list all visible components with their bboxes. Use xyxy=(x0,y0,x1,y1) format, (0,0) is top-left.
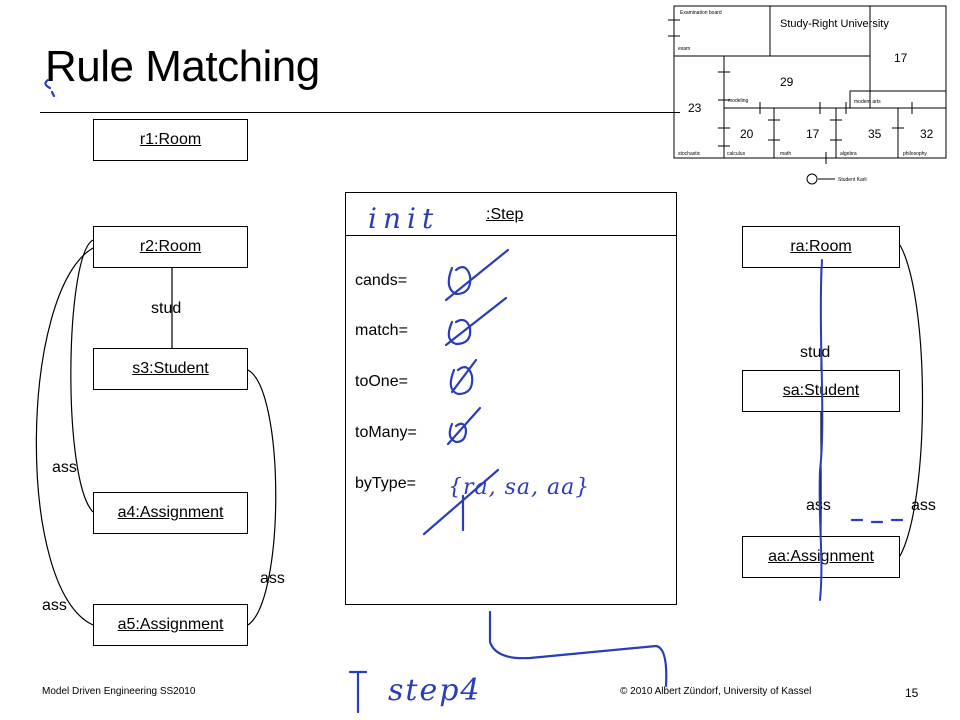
step-attr-cands: cands= xyxy=(355,272,408,289)
page-number: 15 xyxy=(905,686,919,700)
student-smiley-icon xyxy=(806,173,818,185)
footer-copyright: © 2010 Albert Zündorf, University of Kas… xyxy=(620,686,812,697)
step-object xyxy=(345,192,677,605)
step-attr-bytype: byType= xyxy=(355,475,416,492)
map-label: algebra xyxy=(840,151,857,157)
link-label-ass: ass xyxy=(911,497,936,514)
map-room-32 xyxy=(897,107,947,159)
ink-empty-set xyxy=(444,296,508,347)
map-label: philosophy xyxy=(903,151,927,157)
ink-scribble xyxy=(44,78,56,98)
object-s3-student: s3:Student xyxy=(93,348,248,390)
title-underline xyxy=(40,112,680,113)
minimap-numbers: Study-Right University 17 29 23 20 17 35… xyxy=(688,18,934,141)
object-label: sa:Student xyxy=(782,382,860,399)
map-number: 35 xyxy=(868,127,882,141)
map-label: math xyxy=(780,151,791,157)
link-label-ass: ass xyxy=(42,597,67,614)
step-attr-tomany: toMany= xyxy=(355,424,417,441)
object-a4-assignment: a4:Assignment xyxy=(93,492,248,534)
ink-init: init xyxy=(368,202,439,235)
object-label: ra:Room xyxy=(790,238,852,255)
step-divider xyxy=(345,235,677,236)
ink-empty-set xyxy=(449,358,478,396)
map-number: 32 xyxy=(920,127,934,141)
object-r2-room: r2:Room xyxy=(93,226,248,268)
object-label: a4:Assignment xyxy=(117,504,224,521)
link-label-stud: stud xyxy=(151,300,182,317)
link-ass-line xyxy=(35,247,94,626)
step-attr-match: match= xyxy=(355,322,408,339)
left-links xyxy=(35,239,924,626)
ink-bracket xyxy=(348,670,368,714)
map-university xyxy=(769,5,871,57)
link-ass-line xyxy=(899,244,924,557)
university-minimap xyxy=(668,5,947,185)
map-label: exam xyxy=(678,46,690,52)
ink-empty-set xyxy=(446,406,482,446)
map-label: stochastic xyxy=(678,151,701,157)
handwritten-text: init {ra, sa, aa} step4 xyxy=(368,202,590,708)
map-university-label: Study-Right University xyxy=(780,18,889,30)
map-label: modern arts xyxy=(854,99,881,105)
link-ass-line xyxy=(247,369,277,626)
ink-dashes xyxy=(850,518,904,524)
handwritten-annotations xyxy=(44,78,904,714)
link-label-stud: stud xyxy=(800,344,831,361)
map-number: 17 xyxy=(894,51,908,65)
map-number: 20 xyxy=(740,127,754,141)
map-label: Student Karli xyxy=(838,177,867,183)
map-label: Examination board xyxy=(680,10,722,16)
object-a5-assignment: a5:Assignment xyxy=(93,604,248,646)
footer-course: Model Driven Engineering SS2010 xyxy=(42,686,196,697)
map-door-ticks xyxy=(668,19,913,164)
object-label: s3:Student xyxy=(132,360,209,377)
link-label-ass: ass xyxy=(260,570,285,587)
object-label: r1:Room xyxy=(139,131,202,148)
map-number: 23 xyxy=(688,101,702,115)
ink-step4: step4 xyxy=(388,673,482,708)
object-label: a5:Assignment xyxy=(117,616,224,633)
link-ass-line xyxy=(70,239,94,513)
map-number: 29 xyxy=(780,75,794,89)
slide-title: Rule Matching xyxy=(45,42,320,91)
step-header: :Step xyxy=(486,206,524,223)
ink-brace xyxy=(488,610,668,688)
map-label: modeling xyxy=(728,98,749,104)
step-attr-toone: toOne= xyxy=(355,373,408,390)
map-number: 17 xyxy=(806,127,820,141)
link-label-ass: ass xyxy=(806,497,831,514)
map-label: calculus xyxy=(727,151,746,157)
ink-bytype-value: {ra, sa, aa} xyxy=(448,475,590,500)
ink-link-line xyxy=(818,259,824,601)
minimap-labels: Examination board exam modeling modern a… xyxy=(678,10,927,183)
object-r1-room: r1:Room xyxy=(93,119,248,161)
ink-strike xyxy=(422,468,500,536)
object-label: r2:Room xyxy=(139,238,202,255)
link-label-ass: ass xyxy=(52,459,77,476)
ink-empty-set xyxy=(444,248,510,302)
